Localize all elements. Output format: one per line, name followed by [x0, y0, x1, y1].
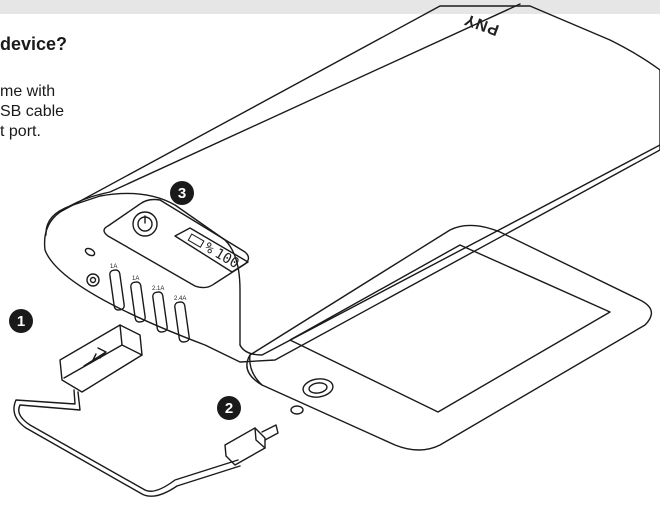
phone-screen [290, 245, 610, 412]
usb-symbol-icon [84, 348, 106, 366]
control-panel [104, 200, 249, 288]
phone-home-button [302, 377, 334, 399]
step-badge-1: 1 [9, 309, 33, 333]
micro-usb-input [84, 247, 96, 257]
brand-logo: PNY [462, 10, 502, 38]
power-bank-body [45, 6, 660, 362]
port-label: 2.1A [152, 286, 164, 292]
port-label: 1A [110, 264, 117, 270]
power-bank-top-edge [60, 4, 520, 212]
flashlight-icon [87, 274, 99, 286]
step-number: 3 [178, 185, 186, 202]
micro-usb-plug [225, 428, 265, 465]
phone-body [247, 225, 652, 450]
usb-port-2 [130, 281, 145, 322]
usb-a-connector [60, 325, 142, 392]
power-bank-end-face [46, 193, 240, 345]
step-badge-2: 2 [217, 396, 241, 420]
port-label: 1A [132, 276, 139, 282]
phone-charge-port [291, 406, 303, 414]
port-label: 2.4A [174, 296, 186, 302]
step-number: 2 [225, 400, 233, 417]
step-badge-3: 3 [170, 181, 194, 205]
step-number: 1 [17, 313, 25, 330]
